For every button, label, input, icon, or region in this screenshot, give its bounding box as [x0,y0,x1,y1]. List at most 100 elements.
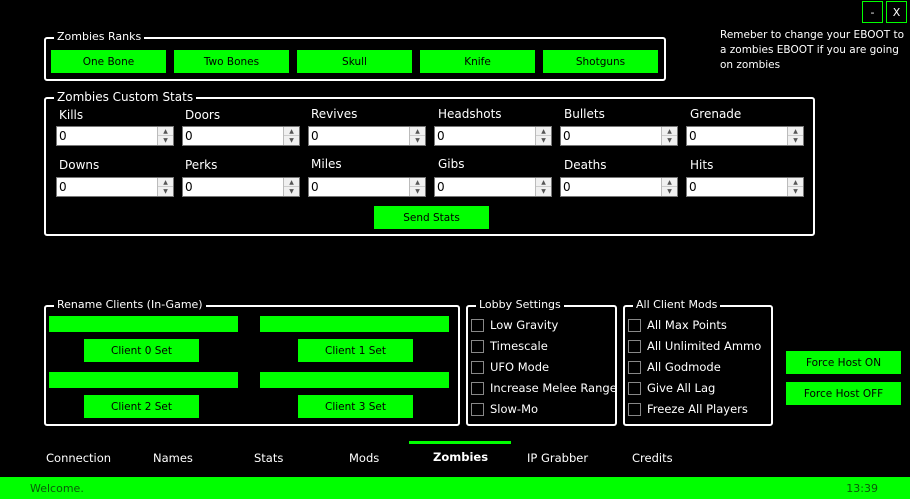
hits-spinner-arrows[interactable]: ▲▼ [787,178,803,196]
headshots-spinner-arrows[interactable]: ▲▼ [535,127,551,145]
bullets-input[interactable]: 0▲▼ [560,126,678,146]
rank-knife-button[interactable]: Knife [420,50,535,73]
miles-label: Miles [311,157,342,171]
bullets-spinner-arrows[interactable]: ▲▼ [661,127,677,145]
checkbox-icon[interactable] [628,339,641,353]
gibs-input[interactable]: 0▲▼ [434,177,552,197]
checkbox-icon[interactable] [628,360,641,374]
tab-credits[interactable]: Credits [632,451,673,465]
client-0-set-button[interactable]: Client 0 Set [84,339,199,362]
miles-value: 0 [311,180,319,194]
down-arrow-icon[interactable]: ▼ [415,137,420,144]
down-arrow-icon[interactable]: ▼ [415,188,420,195]
close-button[interactable]: X [886,1,907,23]
miles-input[interactable]: 0 ▲▼ [308,177,426,197]
up-arrow-icon[interactable]: ▲ [662,127,677,136]
deaths-spinner-arrows[interactable]: ▲▼ [661,178,677,196]
checkbox-icon[interactable] [628,381,641,395]
down-arrow-icon[interactable]: ▼ [541,137,546,144]
client-3-set-button[interactable]: Client 3 Set [298,395,413,418]
client-2-set-button[interactable]: Client 2 Set [84,395,199,418]
headshots-value: 0 [437,129,445,143]
perks-input[interactable]: 0 ▲▼ [182,177,300,197]
up-arrow-icon[interactable]: ▲ [536,178,551,187]
down-arrow-icon[interactable]: ▼ [667,188,672,195]
tab-zombies[interactable]: Zombies [433,450,489,464]
force-host-off-button[interactable]: Force Host OFF [786,382,901,405]
up-arrow-icon[interactable]: ▲ [284,178,299,187]
up-arrow-icon[interactable]: ▲ [536,127,551,136]
grenade-spinner-arrows[interactable]: ▲▼ [787,127,803,145]
all-unlimited-ammo-checkbox[interactable]: All Unlimited Ammo [628,339,761,353]
tab-names[interactable]: Names [153,451,193,465]
force-host-on-button[interactable]: Force Host ON [786,351,901,374]
down-arrow-icon[interactable]: ▼ [793,137,798,144]
tab-stats[interactable]: Stats [254,451,284,465]
low-gravity-checkbox[interactable]: Low Gravity [471,318,558,332]
freeze-all-players-checkbox[interactable]: Freeze All Players [628,402,748,416]
slow-mo-checkbox[interactable]: Slow-Mo [471,402,538,416]
all-godmode-checkbox[interactable]: All Godmode [628,360,721,374]
revives-input[interactable]: 0▲▼ [308,126,426,146]
revives-spinner-arrows[interactable]: ▲▼ [409,127,425,145]
up-arrow-icon[interactable]: ▲ [410,178,425,187]
checkbox-icon[interactable] [471,402,484,416]
downs-input[interactable]: 0▲▼ [56,177,174,197]
up-arrow-icon[interactable]: ▲ [788,127,803,136]
increase-melee-range-checkbox[interactable]: Increase Melee Range [471,381,617,395]
grenade-input[interactable]: 0 ▲▼ [686,126,804,146]
minimize-button[interactable]: - [862,1,883,23]
grenade-value: 0 [689,129,697,143]
client-3-name-input[interactable] [260,372,449,388]
miles-spinner-arrows[interactable]: ▲▼ [409,178,425,196]
checkbox-icon[interactable] [471,339,484,353]
headshots-input[interactable]: 0 ▲▼ [434,126,552,146]
down-arrow-icon[interactable]: ▼ [289,188,294,195]
deaths-input[interactable]: 0▲▼ [560,177,678,197]
down-arrow-icon[interactable]: ▼ [793,188,798,195]
up-arrow-icon[interactable]: ▲ [410,127,425,136]
perks-value: 0 [185,180,193,194]
rank-two-bones-button[interactable]: Two Bones [174,50,289,73]
up-arrow-icon[interactable]: ▲ [284,127,299,136]
down-arrow-icon[interactable]: ▼ [667,137,672,144]
down-arrow-icon[interactable]: ▼ [163,137,168,144]
give-all-lag-checkbox[interactable]: Give All Lag [628,381,715,395]
up-arrow-icon[interactable]: ▲ [662,178,677,187]
rank-shotguns-button[interactable]: Shotguns [543,50,658,73]
down-arrow-icon[interactable]: ▼ [541,188,546,195]
downs-spinner-arrows[interactable]: ▲▼ [157,178,173,196]
down-arrow-icon[interactable]: ▼ [289,137,294,144]
client-0-name-input[interactable] [49,316,238,332]
all-max-points-checkbox[interactable]: All Max Points [628,318,727,332]
hits-input[interactable]: 0▲▼ [686,177,804,197]
checkbox-icon[interactable] [628,402,641,416]
tab-mods[interactable]: Mods [349,451,380,465]
rank-one-bone-button[interactable]: One Bone [51,50,166,73]
checkbox-icon[interactable] [471,318,484,332]
kills-spinner-arrows[interactable]: ▲▼ [157,127,173,145]
checkbox-icon[interactable] [471,360,484,374]
ufo-mode-checkbox[interactable]: UFO Mode [471,360,549,374]
lobby-settings-group: Lobby Settings [466,298,617,426]
down-arrow-icon[interactable]: ▼ [163,188,168,195]
doors-input[interactable]: 0▲▼ [182,126,300,146]
up-arrow-icon[interactable]: ▲ [788,178,803,187]
client-2-name-input[interactable] [49,372,238,388]
send-stats-button[interactable]: Send Stats [374,206,489,229]
tab-ip-grabber[interactable]: IP Grabber [527,451,589,465]
gibs-spinner-arrows[interactable]: ▲▼ [535,178,551,196]
grenade-label: Grenade [690,107,742,121]
up-arrow-icon[interactable]: ▲ [158,178,173,187]
perks-spinner-arrows[interactable]: ▲▼ [283,178,299,196]
client-1-set-button[interactable]: Client 1 Set [298,339,413,362]
up-arrow-icon[interactable]: ▲ [158,127,173,136]
timescale-checkbox[interactable]: Timescale [471,339,548,353]
doors-spinner-arrows[interactable]: ▲▼ [283,127,299,145]
client-1-name-input[interactable] [260,316,449,332]
rank-skull-button[interactable]: Skull [297,50,412,73]
kills-input[interactable]: 0▲▼ [56,126,174,146]
checkbox-icon[interactable] [628,318,641,332]
checkbox-icon[interactable] [471,381,484,395]
tab-connection[interactable]: Connection [46,451,112,465]
